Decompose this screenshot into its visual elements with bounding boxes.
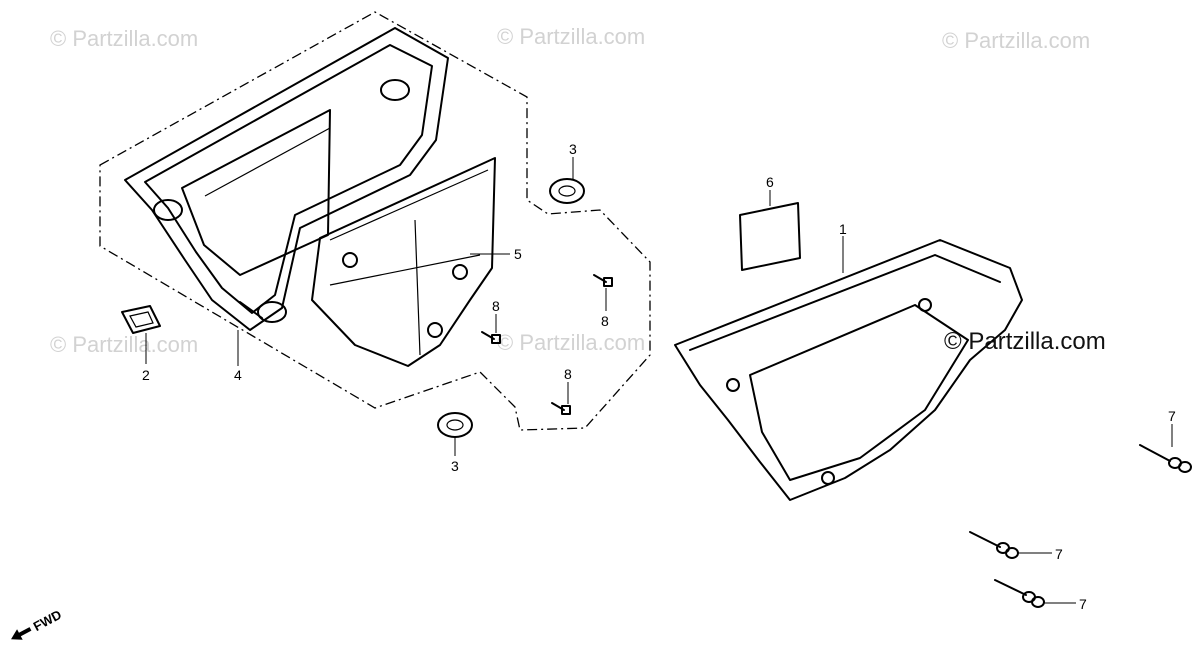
grommet-post <box>153 199 183 221</box>
grommet-part-3-top <box>549 178 585 204</box>
forward-label: FWD <box>31 607 64 634</box>
callout-part-8-left: 8 <box>492 298 500 314</box>
right-side-cover-part-1 <box>674 239 1023 501</box>
callout-part-4: 4 <box>234 367 242 383</box>
bolt-part-7-top <box>1139 444 1192 473</box>
callout-part-8-bottom: 8 <box>564 366 572 382</box>
callout-part-6: 6 <box>766 174 774 190</box>
grommet-part-2 <box>121 305 161 334</box>
bolt-part-8-top <box>593 274 613 287</box>
left-side-cover-part-4 <box>124 27 449 331</box>
emblem-part-6 <box>739 202 801 271</box>
grommet-post <box>257 301 287 323</box>
assembly-outline <box>99 11 651 431</box>
bolt-part-8-bottom <box>551 402 571 415</box>
callout-part-8-right: 8 <box>601 313 609 329</box>
inner-plate-part-5 <box>311 157 496 367</box>
bolt-part-8-left <box>481 331 501 344</box>
callout-part-1: 1 <box>839 221 847 237</box>
callout-part-3-top: 3 <box>569 141 577 157</box>
grommet-part-3-bottom <box>437 412 473 438</box>
bolt-part-7-bottom <box>994 579 1045 608</box>
callout-part-7-bottom: 7 <box>1079 596 1087 612</box>
watermark-mid-center: © Partzilla.com <box>497 330 646 355</box>
watermark-top-right: © Partzilla.com <box>942 28 1091 53</box>
watermark-main: © Partzilla.com <box>944 328 1106 355</box>
callout-part-5: 5 <box>514 246 522 262</box>
forward-direction-indicator: FWD <box>11 607 64 640</box>
callout-part-3-bottom: 3 <box>451 458 459 474</box>
watermark-mid-left: © Partzilla.com <box>50 332 199 357</box>
callout-part-7-top: 7 <box>1168 408 1176 424</box>
bolt-part-7-mid <box>969 531 1019 559</box>
watermark-top-center: © Partzilla.com <box>497 24 646 49</box>
callout-part-2: 2 <box>142 367 150 383</box>
callout-part-7-mid: 7 <box>1055 546 1063 562</box>
grommet-post <box>380 79 410 101</box>
watermark-top-left: © Partzilla.com <box>50 26 199 51</box>
forward-arrow-icon <box>11 627 32 640</box>
